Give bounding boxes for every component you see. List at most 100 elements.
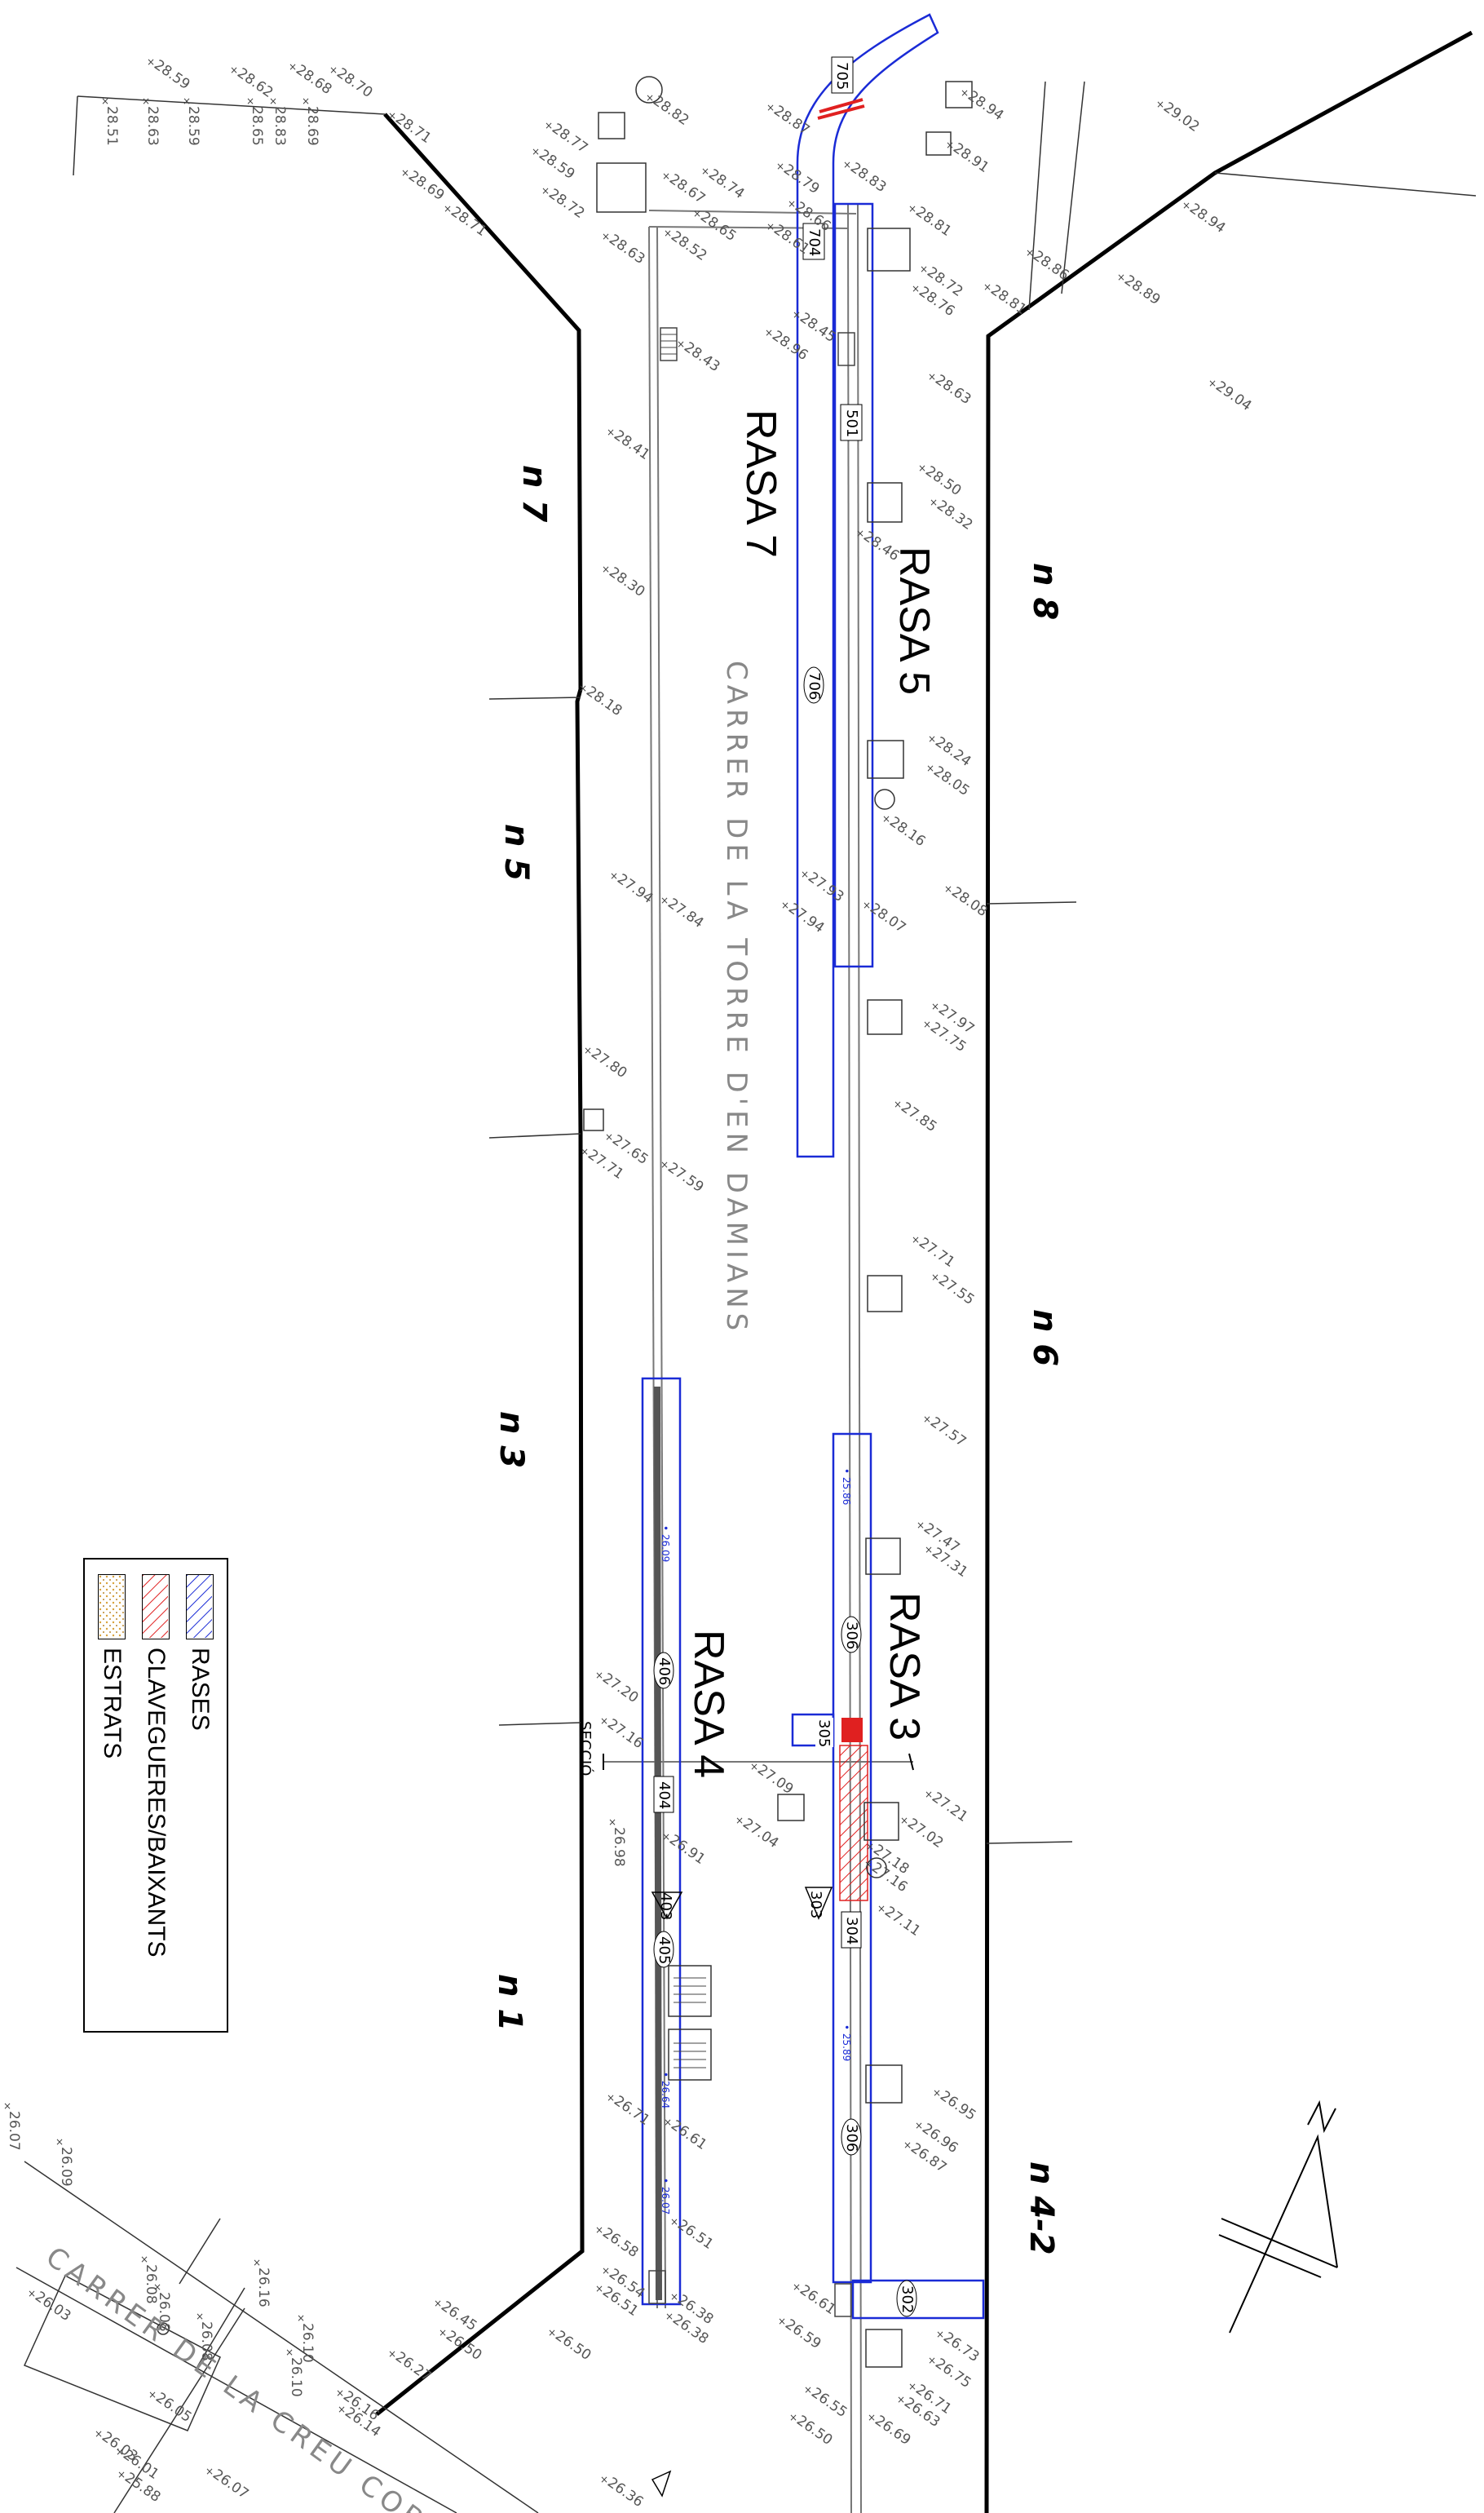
elevation-point-marker: × [153,2281,161,2293]
elevation-point-marker: × [788,198,796,210]
elevation-label: 26.07 [210,2467,251,2502]
elevation-point-marker: × [117,2469,126,2480]
elevation-point-marker: × [602,231,610,242]
elevation-point-marker: × [766,102,775,113]
lot-n4-2: n 4-2 [1022,2161,1060,2255]
elevation-label: 26.16 [255,2267,272,2307]
label-rasa-7: RASA 7 [737,409,784,558]
tag-304: 304 [843,1917,860,1944]
elevation-point-marker: × [931,1001,939,1012]
elevation-point-marker: × [140,2254,148,2265]
elevation-point-marker: × [196,2311,204,2322]
label-rasa-5: RASA 5 [890,546,938,695]
elevation-point-marker: × [670,2291,678,2303]
elevation-point-marker: × [662,170,670,182]
elevation-labels: 28.59×28.62×28.68×28.70×28.51×28.63×28.5… [3,56,1254,2511]
elevation-point-marker: × [936,2329,944,2340]
legend-swatch-clavegueres [142,1574,170,1639]
elevation-label: 27.84 [665,896,706,931]
elevation-point-marker: × [930,497,938,508]
elevation-point-marker: × [545,120,553,131]
tag-303: 303 [807,1891,824,1918]
elevation-point-marker: × [285,2347,294,2358]
elevation-point-marker: × [532,146,540,157]
elevation-point-marker: × [600,1715,608,1727]
trench-rasa-7 [796,13,939,1158]
tag-705: 705 [833,62,850,90]
utility-markers [157,76,973,2368]
elevation-label: 27.93 [805,869,846,905]
elevation-label: 28.82 [650,93,691,129]
section-marker [603,1753,914,2498]
elevation-label: 28.16 [886,814,928,850]
elevation-point-marker: × [781,900,789,911]
elevation-label: 28.59 [536,147,577,183]
elevation-point-marker: × [116,2446,124,2458]
legend-label-rases: RASES [187,1648,214,1731]
street-torre-den-damians: CARRER DE LA TORRE D'EN DAMIANS [720,661,753,1335]
elevation-label: 28.91 [950,140,992,176]
elevation-point-marker: × [142,95,150,107]
elevation-point-marker: × [670,2216,678,2228]
elevation-point-marker: × [388,2348,396,2360]
elevation-point-marker: × [148,2389,157,2400]
elevation-point-marker: × [918,462,926,474]
elevation-point-marker: × [900,1815,908,1826]
elevation-point-marker: × [338,2404,346,2415]
legend-swatch-estrats [98,1574,126,1639]
elevation-label: 26.50 [552,2328,594,2364]
elevation-point-marker: × [923,1019,931,1030]
elevation-label: 28.46 [860,529,902,564]
elevation-point-marker: × [101,95,109,107]
elevation-label: 27.11 [881,1904,923,1940]
elevation-point-marker: × [801,869,809,880]
elevation-label: 26.50 [793,2413,835,2449]
elevation-point-marker: × [912,1234,920,1245]
elevation-label: 28.43 [681,339,722,375]
legend-label-estrats: ESTRATS [99,1648,126,1759]
elevation-label: 26.08 [156,2292,172,2332]
elevation-point-marker: × [766,221,775,232]
elevation-point-marker: × [665,2311,674,2322]
label-rasa-3: RASA 3 [881,1592,928,1741]
elevation-label: 28.94 [1186,201,1228,237]
elevation-label: 28.81 [987,282,1029,318]
tag-302: 302 [899,2285,916,2313]
lot-boundaries [375,30,1473,2513]
elevation-point-marker: × [581,1146,589,1157]
elevation-point-marker: × [916,1520,925,1531]
elevation-label: 28.30 [606,564,647,600]
elevation-label: 27.16 [604,1716,646,1752]
elevation-label: 28.94 [965,88,1006,124]
elevation-point-marker: × [600,2474,608,2485]
elevation-point-marker: × [856,528,864,539]
elevation-point-marker: × [925,1544,933,1555]
elevation-point-marker: × [444,203,452,215]
elevation-point-marker: × [662,1831,670,1843]
elevation-label: 27.71 [916,1235,957,1271]
elevation-point-marker: × [877,1903,886,1914]
elevation-point-marker: × [863,900,871,911]
elevation-point-marker: × [701,166,709,177]
elevation-label: 28.18 [583,684,625,719]
elevation-label: 26.61 [668,2117,709,2153]
elevation-point-marker: × [933,2087,941,2099]
elevation-point-marker: × [882,813,890,825]
elevation-label: 28.81 [912,204,954,240]
elevation-point-marker: × [595,1670,603,1681]
elevation-point-marker: × [660,1159,669,1170]
elevation-label: 28.65 [249,106,265,146]
elevation-point-marker: × [928,733,936,745]
elevation-point-marker: × [693,208,701,219]
elevation-point-marker: × [1117,272,1125,283]
elevation-point-marker: × [866,1841,874,1852]
elevation-label: 26.55 [808,2385,850,2421]
legend-item-estrats: ESTRATS [98,1574,130,2015]
elevation-point-marker: × [664,228,672,239]
elevation-point-marker: × [302,95,310,107]
elevation-label: 27.55 [935,1272,977,1308]
elevation-label: 26.10 [288,2357,304,2397]
elevation-label: 28.41 [611,427,652,463]
elevation-point-marker: × [95,2428,103,2440]
lot-n5: n 5 [497,824,535,881]
